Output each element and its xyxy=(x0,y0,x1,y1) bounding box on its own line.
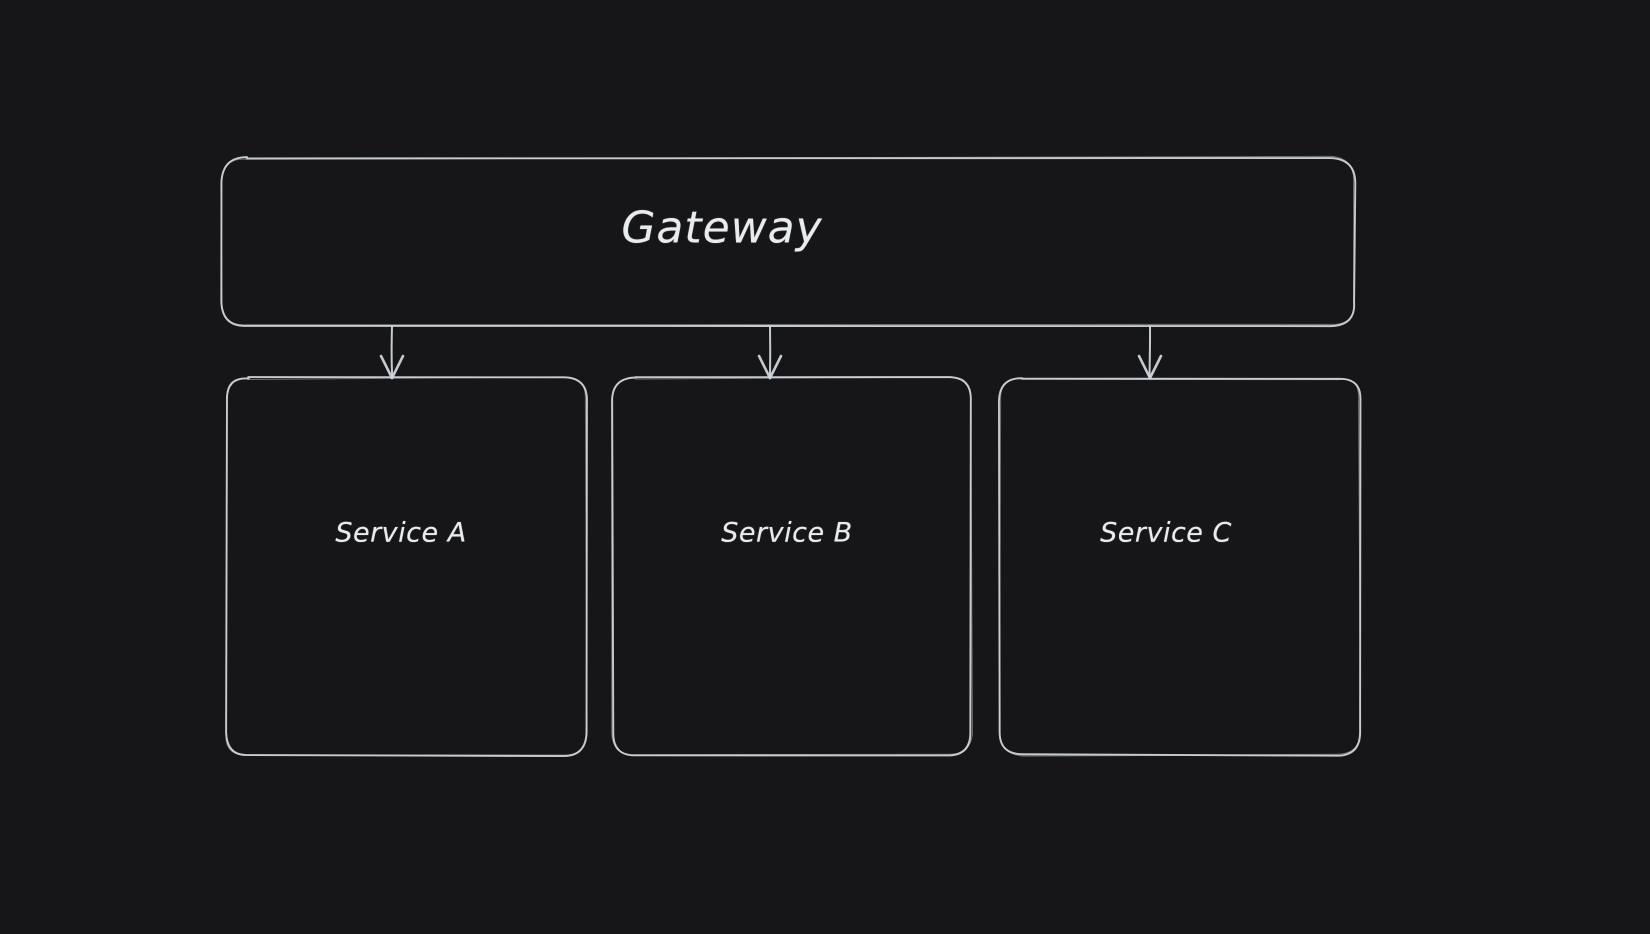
edge-gateway-to-service-a[interactable] xyxy=(379,325,405,380)
edge-gateway-to-service-b[interactable] xyxy=(757,325,783,380)
node-outline-service-c xyxy=(998,377,1362,757)
node-service-b-label: Service B xyxy=(721,517,853,549)
node-service-b[interactable] xyxy=(613,378,971,755)
node-shape-layer xyxy=(220,155,1362,757)
node-service-c-label: Service C xyxy=(1100,517,1232,549)
node-service-c[interactable] xyxy=(1000,378,1360,755)
edge-gateway-to-service-c[interactable] xyxy=(1137,325,1163,380)
node-service-a[interactable] xyxy=(226,378,586,755)
node-outline-service-a xyxy=(225,376,588,757)
node-outline-gateway xyxy=(220,155,1357,328)
node-outline-service-b xyxy=(611,376,973,757)
node-service-a-label: Service A xyxy=(335,517,467,549)
node-gateway-label: Gateway xyxy=(621,202,823,254)
edge-layer xyxy=(379,325,1163,380)
